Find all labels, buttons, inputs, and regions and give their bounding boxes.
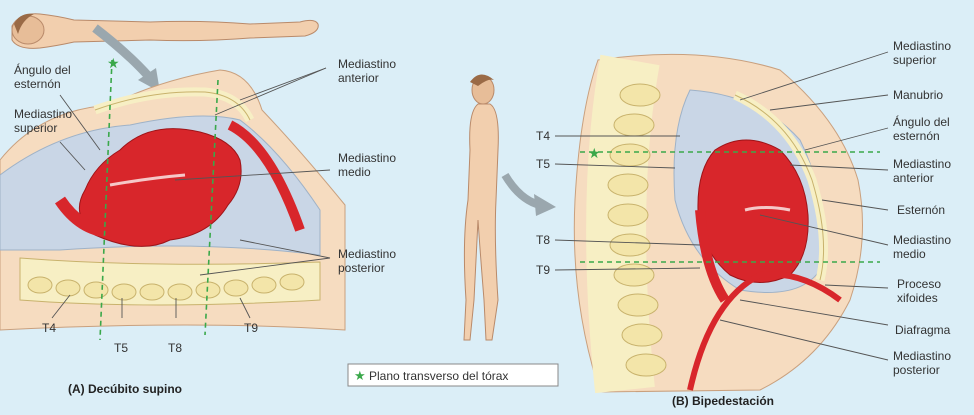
- plane-star-a: ★: [107, 56, 120, 72]
- vertebra-a-t4: T4: [42, 321, 56, 335]
- vertebra-a-t5: T5: [114, 341, 128, 355]
- vertebra-b-t9: T9: [536, 263, 550, 277]
- plane-legend: ★ Plano transverso del tórax: [348, 364, 558, 386]
- vertebra-b-t4: T4: [536, 129, 550, 143]
- legend-text: Plano transverso del tórax: [369, 369, 508, 383]
- standing-body-illustration: [464, 74, 498, 340]
- label-b-esternon: Esternón: [897, 203, 945, 217]
- supine-body-illustration: [12, 14, 318, 49]
- standing-chest-section: [574, 54, 862, 392]
- orientation-arrowhead-b: [534, 194, 556, 216]
- label-b-manubrio: Manubrio: [893, 88, 943, 102]
- plane-star-b: ★: [588, 146, 601, 162]
- label-b-diafragma: Diafragma: [895, 323, 951, 337]
- legend-star-icon: ★: [354, 369, 366, 384]
- vertebra-b-t8: T8: [536, 233, 550, 247]
- caption-a: (A) Decúbito supino: [68, 382, 182, 396]
- vertebra-a-t9: T9: [244, 321, 258, 335]
- vertebra-a-t8: T8: [168, 341, 182, 355]
- vertebra-b-t5: T5: [536, 157, 550, 171]
- caption-b: (B) Bipedestación: [672, 394, 774, 408]
